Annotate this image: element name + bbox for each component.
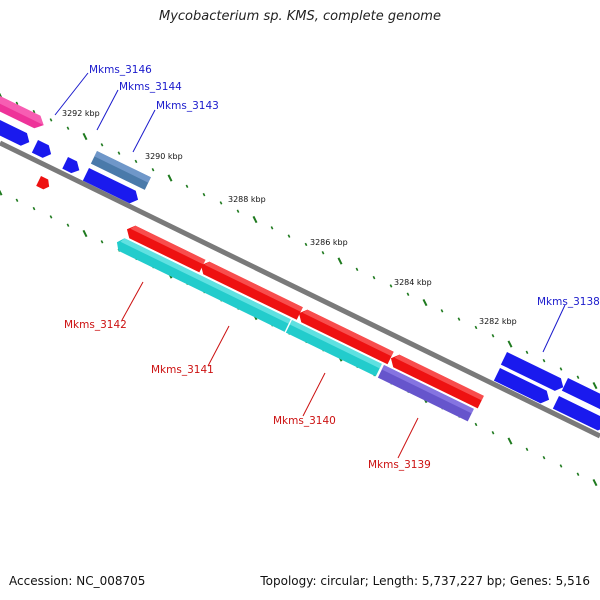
accession-info: Accession: NC_008705: [9, 574, 146, 588]
tick-mark: [134, 159, 138, 164]
tick-mark: [236, 209, 240, 213]
map-title: Mycobacterium sp. KMS, complete genome: [159, 9, 441, 24]
tick-mark: [219, 201, 223, 205]
tick-mark: [507, 340, 513, 348]
blue-gene-small-2[interactable]: [62, 157, 82, 176]
tick-mark: [474, 422, 478, 427]
tick-mark: [82, 229, 88, 238]
tick-mark: [337, 257, 343, 265]
gene-label-mkms-3146[interactable]: Mkms_3146: [89, 64, 152, 76]
cyan-gene-arrow-1[interactable]: [114, 236, 291, 332]
gene-label-mkms-3143[interactable]: Mkms_3143: [156, 100, 219, 112]
tick-mark: [49, 118, 53, 122]
tick-mark: [185, 184, 189, 189]
tick-mark: [270, 226, 274, 230]
tick-mark: [507, 437, 513, 445]
outer-tick-row: [0, 92, 598, 390]
red-gene-arrow-3[interactable]: [296, 307, 394, 365]
gene-label-mkms-3142[interactable]: Mkms_3142: [64, 319, 127, 331]
tick-mark: [525, 350, 529, 355]
blue-gene-arrow-right-1[interactable]: [500, 352, 566, 394]
tick-mark: [474, 325, 478, 330]
gene-label-mkms-3139[interactable]: Mkms_3139: [368, 459, 431, 471]
leader-lines: [54, 72, 566, 459]
tick-mark: [592, 381, 598, 390]
blue-gene-arrow-left-1[interactable]: [0, 120, 32, 148]
tick-mark: [100, 240, 104, 244]
cyan-gene-arrow-2[interactable]: [285, 320, 382, 377]
tick-mark: [559, 367, 563, 371]
tick-mark: [304, 242, 308, 247]
tick-mark: [372, 275, 376, 280]
tick-mark: [100, 143, 104, 147]
kbp-label-3292: 3292 kbp: [62, 109, 100, 118]
tick-mark: [389, 284, 393, 288]
tick-mark: [457, 317, 461, 321]
blue-gene-arrow-right-4[interactable]: [552, 396, 600, 433]
blue-gene-arrow-right-2[interactable]: [561, 378, 600, 415]
red-gene-arrow-2[interactable]: [198, 259, 303, 320]
tick-mark: [592, 478, 598, 487]
tick-mark: [252, 215, 258, 224]
tick-mark: [287, 234, 291, 238]
tick-mark: [15, 101, 19, 106]
tick-mark: [542, 455, 546, 460]
tick-mark: [542, 358, 546, 363]
tick-mark: [117, 151, 121, 155]
purple-gene-arrow[interactable]: [377, 365, 474, 422]
genome-summary: Topology: circular; Length: 5,737,227 bp…: [260, 574, 590, 588]
tick-mark: [576, 375, 580, 379]
tick-mark: [151, 168, 155, 172]
blue-gene-arrow-right-3[interactable]: [493, 368, 552, 406]
tick-mark: [66, 126, 70, 130]
tick-mark: [32, 206, 36, 211]
kbp-label-3286: 3286 kbp: [310, 238, 348, 247]
steel-gene-arrow[interactable]: [90, 151, 151, 190]
tick-mark: [525, 447, 529, 452]
kbp-label-3282: 3282 kbp: [479, 317, 517, 326]
gene-label-mkms-3140[interactable]: Mkms_3140: [273, 415, 336, 427]
red-gene-arrow-1[interactable]: [124, 223, 206, 273]
tick-mark: [422, 298, 428, 307]
blue-gene-small-1[interactable]: [31, 140, 54, 160]
tick-mark: [0, 189, 3, 196]
tick-mark: [202, 192, 206, 197]
tick-mark: [559, 464, 563, 468]
pink-gene-arrow[interactable]: [0, 96, 47, 131]
tick-mark: [32, 109, 36, 114]
genome-backbone: [0, 140, 600, 439]
tick-mark: [576, 472, 580, 476]
tick-mark: [82, 132, 88, 141]
tick-mark: [66, 223, 70, 227]
gene-label-mkms-3144[interactable]: Mkms_3144: [119, 81, 182, 93]
blue-gene-arrow-left-2[interactable]: [82, 168, 141, 206]
gene-label-mkms-3141[interactable]: Mkms_3141: [151, 364, 214, 376]
tick-mark: [15, 198, 19, 203]
kbp-label-3290: 3290 kbp: [145, 152, 183, 161]
tick-mark: [321, 251, 325, 255]
red-gene-small[interactable]: [36, 176, 52, 191]
kbp-label-3284: 3284 kbp: [394, 278, 432, 287]
red-gene-arrow-4[interactable]: [388, 352, 484, 409]
tick-mark: [440, 309, 444, 313]
tick-mark: [491, 431, 495, 435]
gene-label-mkms-3138[interactable]: Mkms_3138: [537, 296, 600, 308]
tick-mark: [49, 215, 53, 219]
tick-mark: [491, 334, 495, 338]
tick-mark: [355, 267, 359, 272]
tick-mark: [406, 292, 410, 296]
kbp-label-3288: 3288 kbp: [228, 195, 266, 204]
tick-mark: [167, 174, 173, 182]
